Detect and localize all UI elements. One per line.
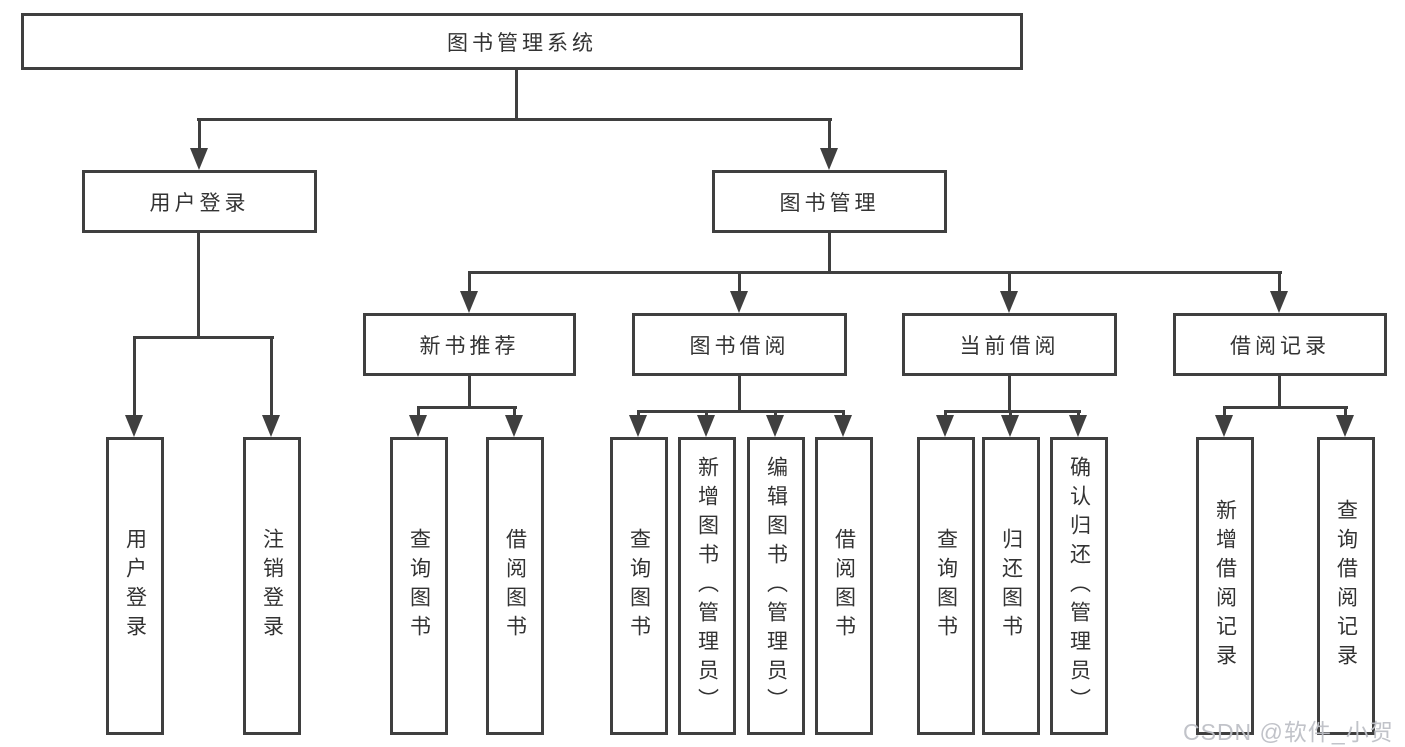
arrow-down-leaf-logout — [262, 336, 281, 437]
leaf-current-confirm: 确认归还（管理员） — [1050, 437, 1108, 735]
node-book-mgmt: 图书管理 — [712, 170, 947, 233]
connector-book-mgmt-stem — [828, 231, 831, 274]
arrow-down-br-add — [1215, 406, 1234, 437]
arrow-shaft — [705, 410, 708, 415]
arrow-shaft — [1077, 410, 1080, 415]
connector-book-mgmt-branch — [468, 271, 1282, 274]
arrow-down-br-query — [1336, 406, 1355, 437]
arrow-down-cb-query — [936, 410, 955, 437]
arrow-shaft — [1344, 406, 1347, 415]
arrow-shaft — [738, 271, 741, 291]
arrow-head-icon — [766, 415, 784, 437]
arrow-shaft — [1223, 406, 1226, 415]
arrow-head-icon — [460, 291, 478, 313]
arrow-head-icon — [936, 415, 954, 437]
arrow-head-icon — [190, 148, 208, 170]
arrow-head-icon — [730, 291, 748, 313]
leaf-current-return: 归还图书 — [982, 437, 1040, 735]
leaf-user-login: 用户登录 — [106, 437, 164, 735]
connector-current-borrow-branch — [944, 410, 1081, 413]
arrow-down-nbr-query — [409, 406, 428, 437]
node-current-borrow: 当前借阅 — [902, 313, 1117, 376]
connector-root-stem — [515, 68, 518, 121]
arrow-down-borrow-records — [1270, 271, 1289, 313]
arrow-head-icon — [820, 148, 838, 170]
arrow-head-icon — [629, 415, 647, 437]
connector-borrow-records-stem — [1278, 374, 1281, 409]
leaf-newbook-query: 查询图书 — [390, 437, 448, 735]
arrow-head-icon — [1000, 291, 1018, 313]
connector-root-branch — [197, 118, 832, 121]
arrow-down-current-borrow — [1000, 271, 1019, 313]
arrow-shaft — [270, 336, 273, 415]
leaf-borrow-add: 新增图书（管理员） — [678, 437, 736, 735]
arrow-head-icon — [834, 415, 852, 437]
node-root: 图书管理系统 — [21, 13, 1023, 70]
arrow-down-bb-add — [697, 410, 716, 437]
connector-new-book-branch — [417, 406, 517, 409]
arrow-head-icon — [1336, 415, 1354, 437]
connector-user-login-branch — [134, 336, 274, 339]
arrow-shaft — [828, 118, 831, 148]
leaf-logout: 注销登录 — [243, 437, 301, 735]
arrow-shaft — [774, 410, 777, 415]
arrow-down-bb-borrow — [834, 410, 853, 437]
arrow-down-cb-return — [1001, 410, 1020, 437]
arrow-shaft — [468, 271, 471, 291]
connector-borrow-records-branch — [1223, 406, 1348, 409]
arrow-down-user-login — [190, 118, 209, 170]
leaf-newbook-borrow: 借阅图书 — [486, 437, 544, 735]
arrow-shaft — [842, 410, 845, 415]
arrow-shaft — [1008, 271, 1011, 291]
connector-new-book-stem — [468, 374, 471, 409]
arrow-head-icon — [697, 415, 715, 437]
arrow-down-cb-confirm — [1069, 410, 1088, 437]
arrow-down-leaf-user-login — [125, 336, 144, 437]
connector-user-login-stem — [197, 231, 200, 339]
leaf-borrow-query: 查询图书 — [610, 437, 668, 735]
connector-current-borrow-stem — [1008, 374, 1011, 413]
arrow-head-icon — [262, 415, 280, 437]
arrow-head-icon — [409, 415, 427, 437]
arrow-head-icon — [1215, 415, 1233, 437]
node-new-book-rec: 新书推荐 — [363, 313, 576, 376]
csdn-watermark: CSDN @软件_小贺同学 — [1183, 719, 1394, 745]
node-book-borrow: 图书借阅 — [632, 313, 847, 376]
arrow-shaft — [198, 118, 201, 148]
arrow-shaft — [133, 336, 136, 415]
arrow-down-bb-edit — [766, 410, 785, 437]
arrow-shaft — [513, 406, 516, 415]
leaf-current-query: 查询图书 — [917, 437, 975, 735]
arrow-down-bb-query — [629, 410, 648, 437]
arrow-shaft — [1278, 271, 1281, 291]
node-user-login: 用户登录 — [82, 170, 317, 233]
leaf-records-add: 新增借阅记录 — [1196, 437, 1254, 735]
node-borrow-records: 借阅记录 — [1173, 313, 1387, 376]
arrow-head-icon — [125, 415, 143, 437]
arrow-head-icon — [1069, 415, 1087, 437]
arrow-down-book-mgmt — [820, 118, 839, 170]
arrow-shaft — [637, 410, 640, 415]
arrow-shaft — [944, 410, 947, 415]
arrow-down-book-borrow — [730, 271, 749, 313]
connector-book-borrow-stem — [738, 374, 741, 413]
leaf-records-query: 查询借阅记录 — [1317, 437, 1375, 735]
connector-book-borrow-branch — [637, 410, 845, 413]
arrow-down-nbr-borrow — [505, 406, 524, 437]
leaf-borrow-borrow: 借阅图书 — [815, 437, 873, 735]
arrow-head-icon — [1001, 415, 1019, 437]
arrow-head-icon — [505, 415, 523, 437]
arrow-head-icon — [1270, 291, 1288, 313]
leaf-borrow-edit: 编辑图书（管理员） — [747, 437, 805, 735]
arrow-shaft — [1009, 410, 1012, 415]
arrow-down-new-book — [460, 271, 479, 313]
arrow-shaft — [417, 406, 420, 415]
